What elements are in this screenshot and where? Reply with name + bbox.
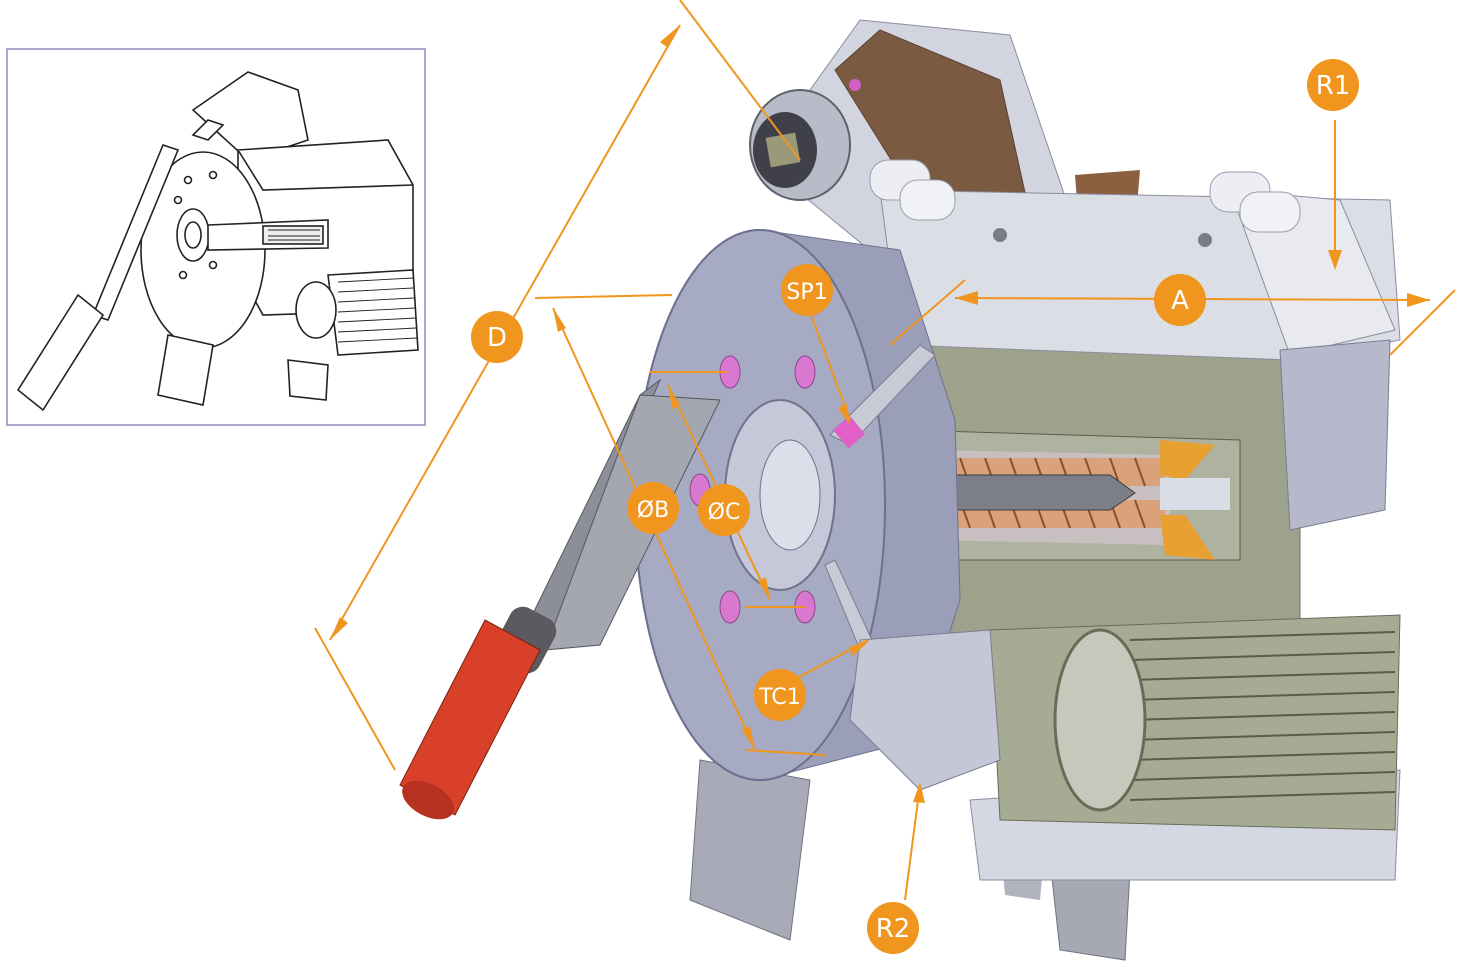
- label-sp1: SP1: [786, 280, 827, 305]
- inset-line-drawing: [6, 48, 426, 426]
- badge-d: D: [471, 311, 523, 363]
- badge-r1: R1: [1307, 59, 1359, 111]
- apparatus-illustration: [399, 19, 1401, 961]
- badge-tc1: TC1: [754, 669, 806, 721]
- label-tc1: TC1: [758, 685, 801, 710]
- badge-r2: R2: [867, 902, 919, 954]
- line-drawing-illustration: [16, 71, 419, 412]
- label-c: ØC: [708, 500, 741, 525]
- dimension-arrowheads: [330, 25, 1430, 803]
- label-r1: R1: [1316, 71, 1351, 101]
- badge-sp1: SP1: [781, 264, 833, 316]
- badge-b: ØB: [627, 482, 679, 534]
- label-a: A: [1171, 286, 1189, 316]
- label-r2: R2: [876, 914, 911, 944]
- dimension-lines: [314, 0, 1456, 901]
- label-b: ØB: [637, 498, 669, 523]
- badge-a: A: [1154, 274, 1206, 326]
- label-d: D: [487, 323, 507, 353]
- badge-c: ØC: [698, 484, 750, 536]
